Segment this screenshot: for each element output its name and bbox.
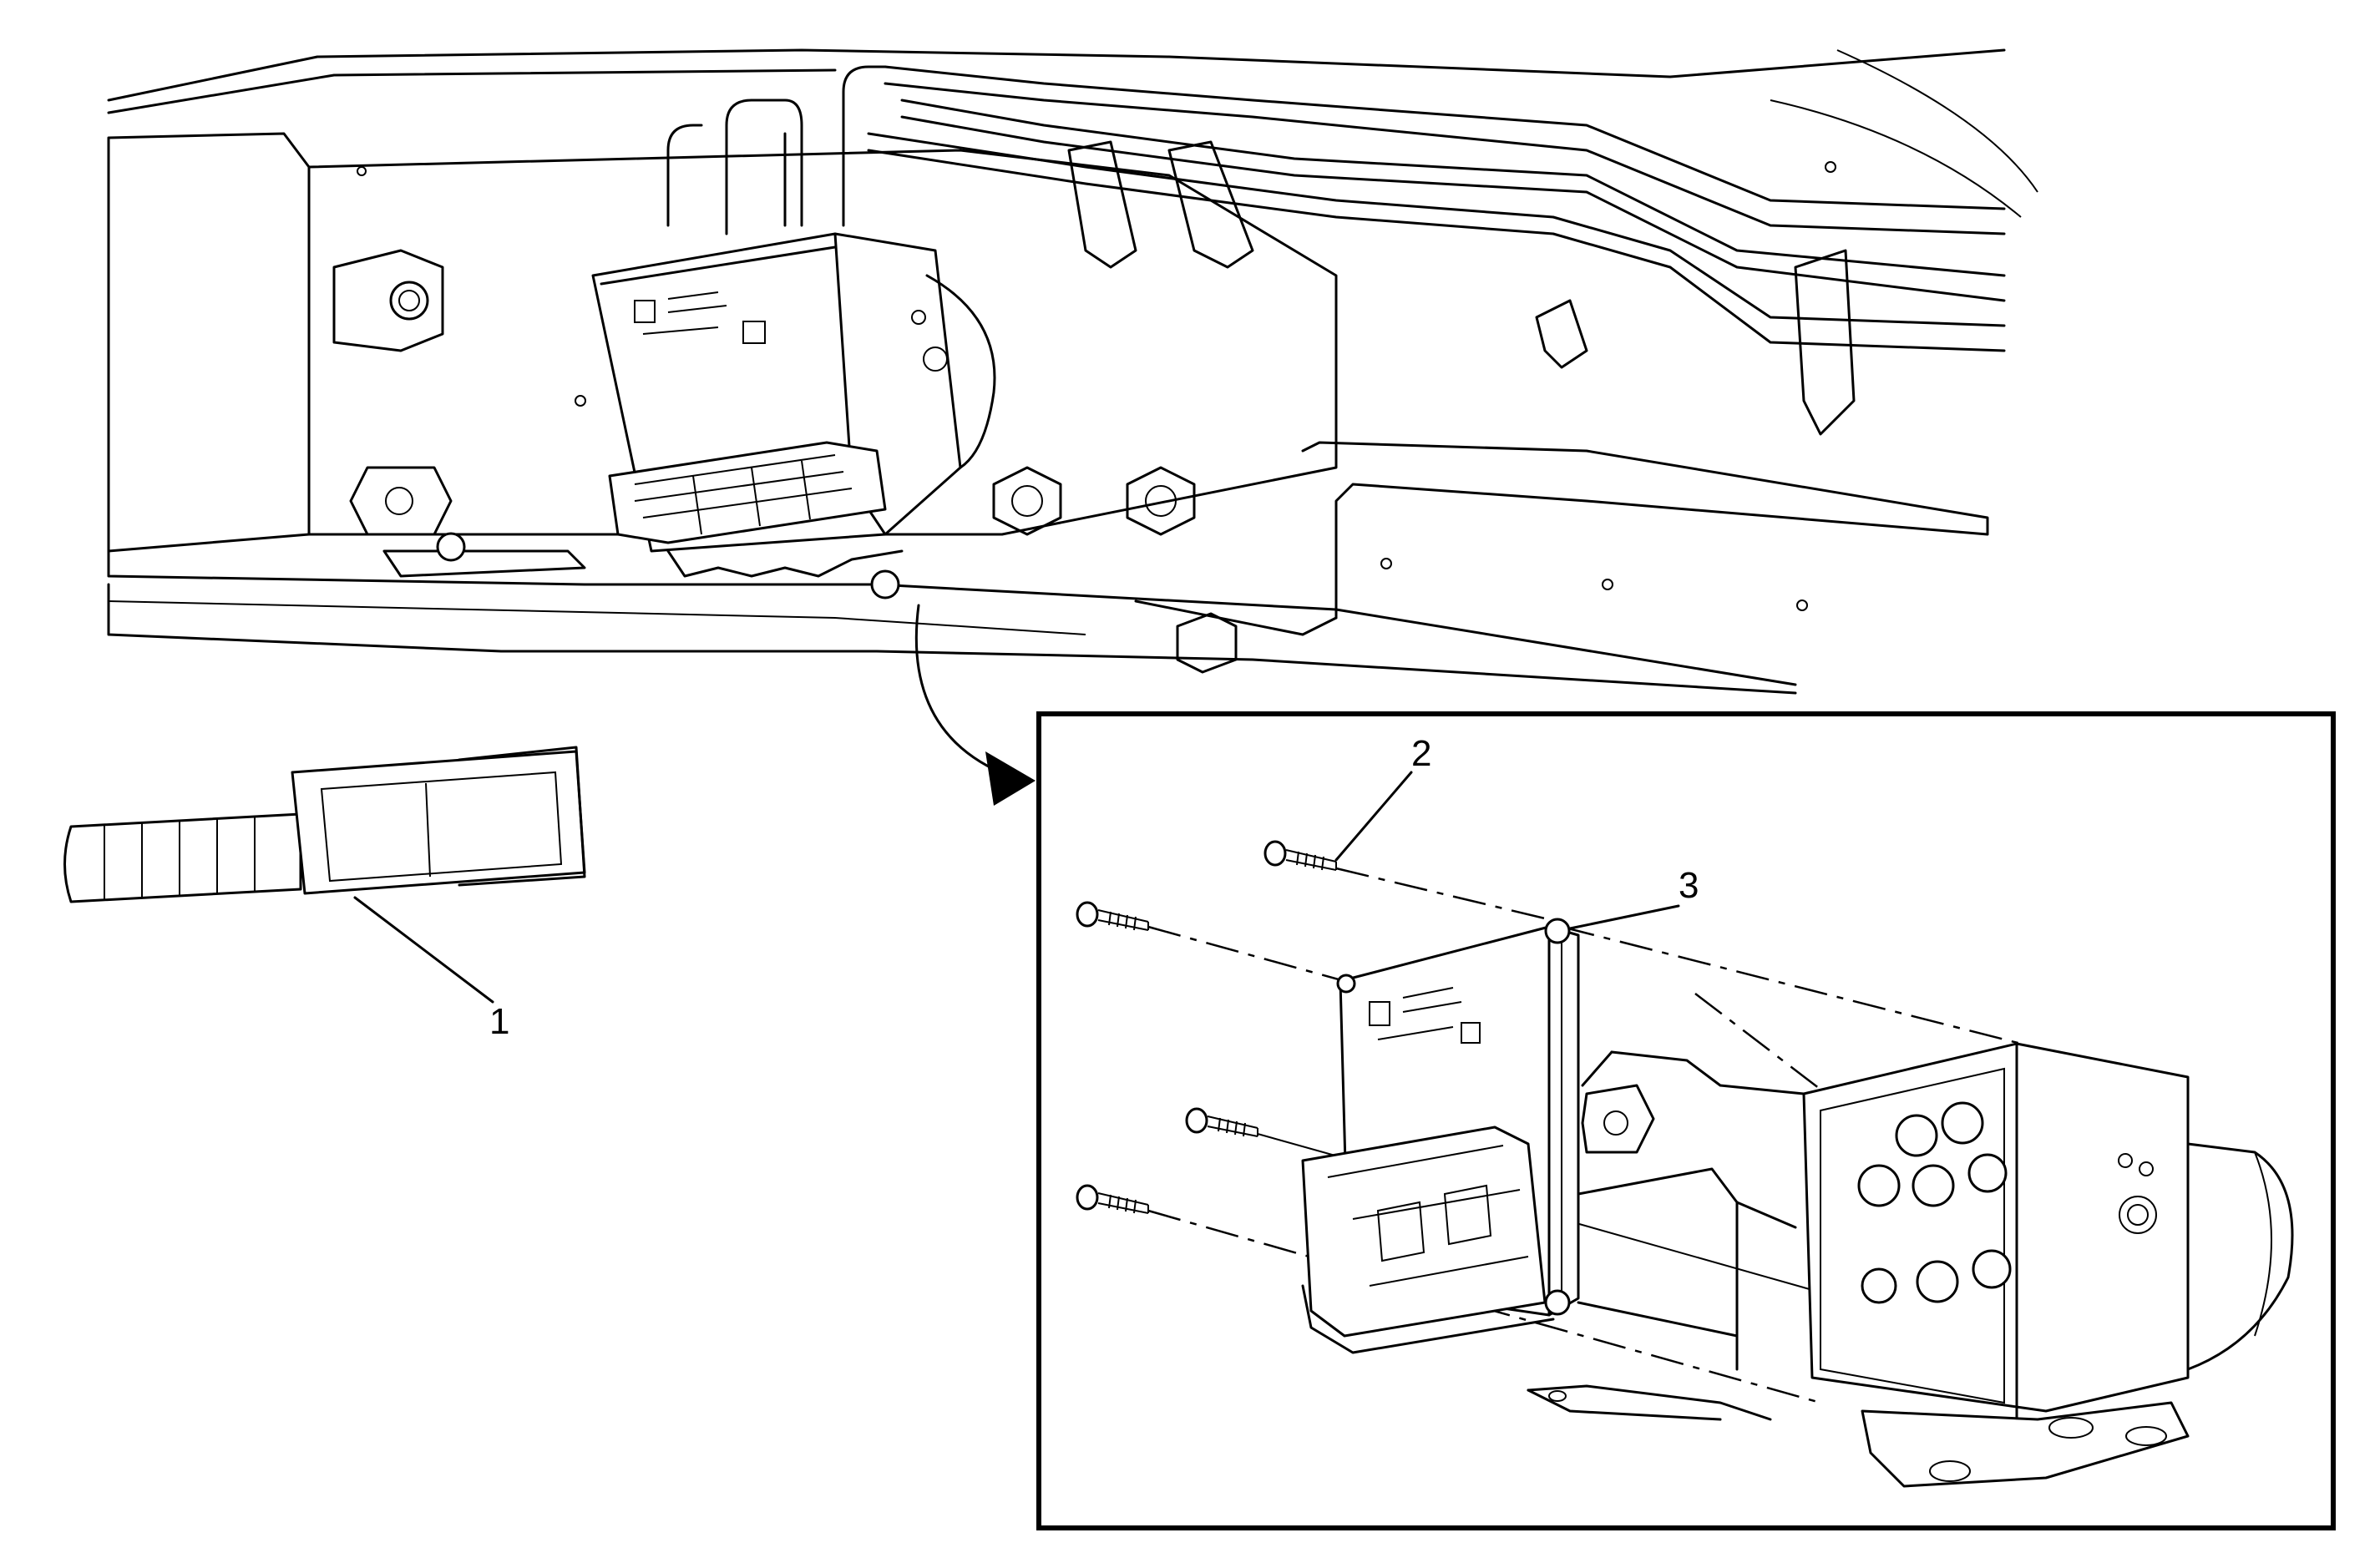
ebcm-detail: [1301, 918, 1580, 1354]
bolt-lower-middle: [1185, 1107, 1258, 1137]
leader-line-1: [353, 896, 494, 1004]
detail-arrow: [914, 604, 1036, 806]
module-bolts: [1076, 840, 1337, 1214]
bolt-lower-left: [1076, 1184, 1149, 1214]
vehicle-frame-rail: [107, 48, 2038, 695]
frame-detail: [1527, 1050, 1805, 1421]
callout-2: 2: [1411, 733, 1431, 774]
brake-lines: [666, 65, 2006, 436]
leader-line-3: [1568, 904, 1680, 930]
bolt-upper-left: [1076, 901, 1149, 931]
callout-1: 1: [489, 1001, 509, 1042]
leader-line-2: [1334, 771, 1413, 862]
hydraulic-unit-main: [911, 274, 996, 469]
hydraulic-unit-detail: [1802, 1042, 2294, 1488]
callout-3: 3: [1679, 865, 1699, 906]
ebcm-module: [382, 232, 962, 599]
bolt-top: [1263, 840, 1337, 871]
terminal-release-tool: [63, 746, 586, 903]
